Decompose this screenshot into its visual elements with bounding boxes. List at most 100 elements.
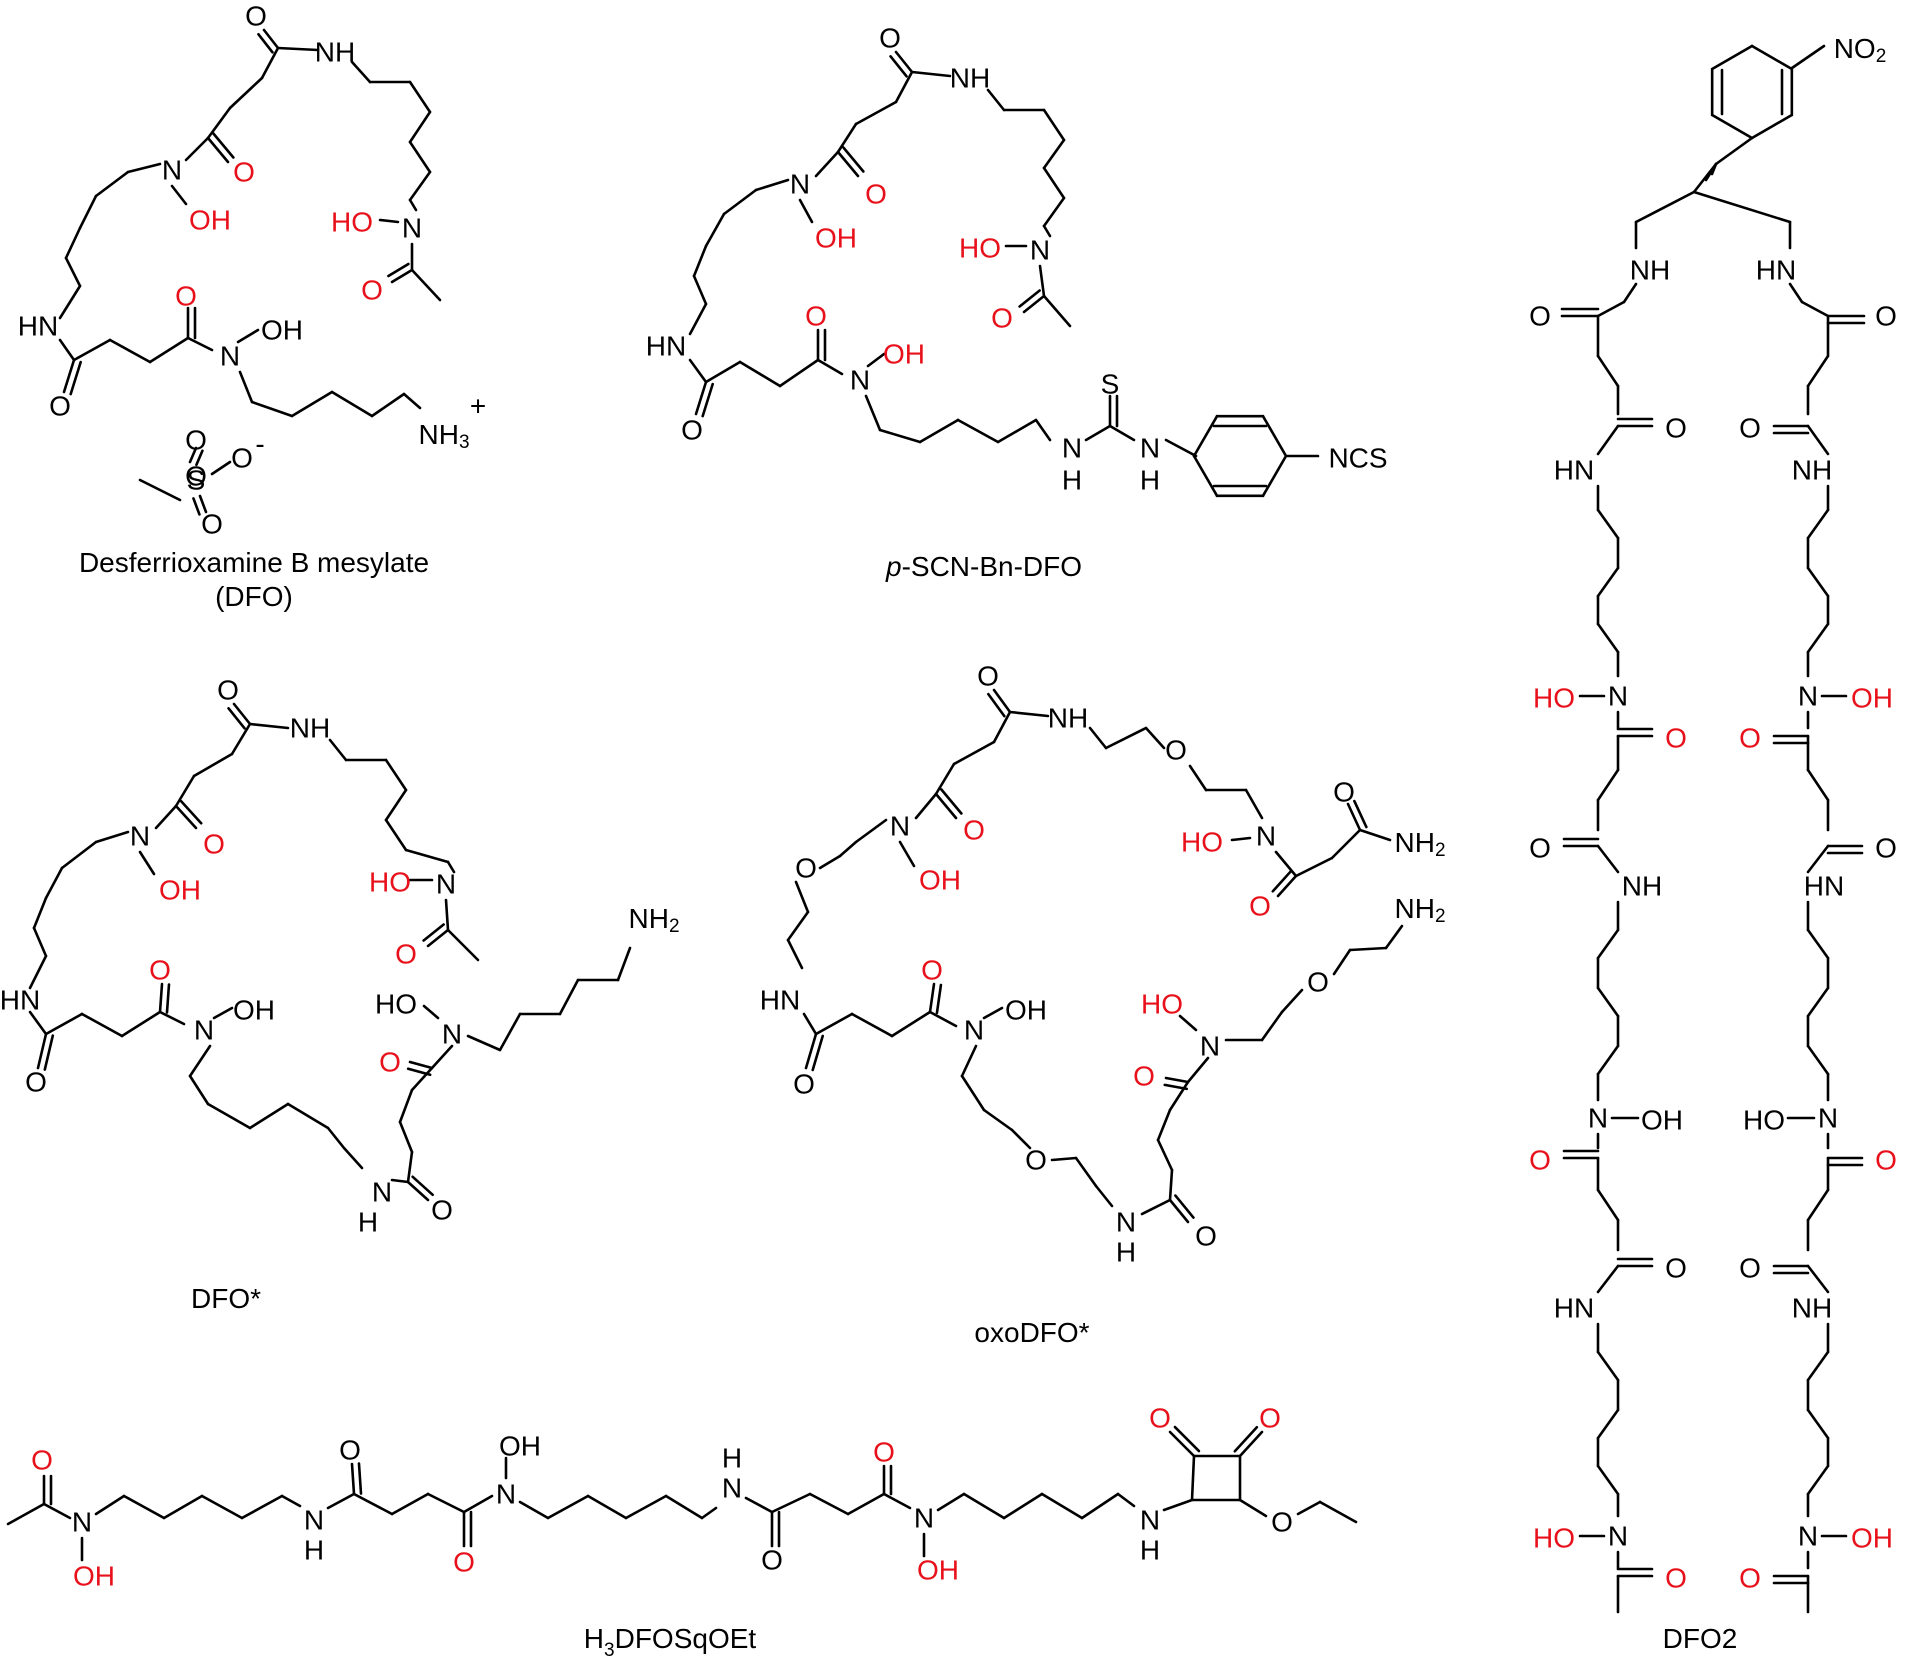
bond (1384, 924, 1404, 950)
bond (1806, 1408, 1830, 1440)
hydroxyl-label: OH (73, 1561, 115, 1592)
n-label: N (1062, 433, 1082, 464)
bond (426, 1492, 466, 1514)
bond (384, 758, 408, 792)
bond (408, 140, 432, 174)
oxygen-label: O (339, 1435, 361, 1466)
bond (1192, 454, 1219, 498)
bond (854, 818, 888, 844)
caption-oxodfo-star: oxoDFO* (974, 1317, 1089, 1348)
bond (410, 1066, 434, 1092)
bond (6, 1502, 46, 1526)
n-label: N (790, 169, 810, 200)
bond (404, 848, 450, 864)
bond (238, 370, 254, 404)
bond (960, 1074, 986, 1112)
bond (210, 460, 232, 476)
bond (816, 358, 844, 376)
bond (1008, 710, 1050, 718)
bond (36, 1032, 48, 1070)
bond (778, 358, 820, 388)
n-label: N (850, 365, 870, 396)
h-label: H (358, 1207, 378, 1238)
bond (357, 1462, 363, 1495)
bond (1634, 190, 1696, 224)
bond (1244, 788, 1264, 820)
bond (1168, 1198, 1190, 1224)
bond (179, 799, 203, 825)
n-label: N (914, 1503, 934, 1534)
bond (1806, 424, 1830, 456)
n-label: N (130, 821, 150, 852)
hn-label: HN (18, 311, 58, 342)
n-label: N (194, 1015, 214, 1046)
bond (935, 983, 943, 1015)
bond (1116, 1492, 1136, 1508)
bond (1596, 928, 1620, 960)
bond (390, 1178, 410, 1184)
caption-h3dfosqoet: H3DFOSqOEt (584, 1623, 757, 1661)
bond (1318, 1500, 1358, 1524)
oxygen-label: O (1195, 1221, 1217, 1252)
oxygen-label: O (873, 1437, 895, 1468)
bond (808, 1492, 850, 1516)
h-label: H (722, 1443, 742, 1474)
bond (398, 1120, 414, 1154)
bond (1178, 1014, 1198, 1032)
oxygen-label: O (991, 303, 1013, 334)
bond (1596, 844, 1620, 874)
bond (138, 850, 156, 876)
bond (62, 358, 76, 394)
oxygen-label: O (185, 461, 207, 492)
bond (1806, 1188, 1830, 1222)
nh-label: NH (290, 713, 330, 744)
caption-pscn: p-SCN-Bn-DFO (885, 551, 1082, 582)
bond (1294, 856, 1334, 878)
bond (290, 390, 334, 418)
bond (794, 880, 810, 914)
bond (206, 136, 230, 164)
oxygen-label: O (233, 157, 255, 188)
n-label: N (1140, 1505, 1160, 1536)
bond (1596, 986, 1620, 1018)
bond (1010, 1128, 1032, 1150)
bond (992, 710, 1012, 744)
bond (1596, 300, 1626, 318)
n-label: N (1798, 1521, 1818, 1552)
hydroxyl-label: OH (189, 205, 231, 236)
bond (850, 1012, 894, 1038)
bond (624, 1494, 668, 1520)
nh-label: HN (1756, 255, 1796, 286)
bond (43, 1034, 55, 1071)
bond (1710, 113, 1754, 140)
hydroxyl-label: OH (815, 223, 857, 254)
oxygen-label: O (185, 425, 207, 456)
n-label: N (72, 1507, 92, 1538)
h-label: H (1116, 1237, 1136, 1268)
bond (260, 46, 280, 80)
bond (996, 418, 1038, 444)
amine-label: NH2 (1394, 893, 1445, 927)
bond (398, 1088, 414, 1124)
n-label: N (1798, 681, 1818, 712)
bond (154, 804, 178, 830)
oxygen-label: O (379, 1047, 401, 1078)
bond (342, 1146, 364, 1170)
bond (64, 226, 82, 260)
bond (1332, 948, 1352, 976)
hydroxyl-label: OH (233, 995, 275, 1026)
bond (406, 1067, 432, 1077)
bond (158, 982, 164, 1014)
bond (1806, 986, 1830, 1018)
bond (992, 688, 1012, 714)
bond (192, 752, 234, 778)
bond (328, 738, 348, 762)
hydroxyl-label: OH (261, 315, 303, 346)
bond (814, 1012, 854, 1036)
bond (798, 198, 814, 224)
bond (518, 1500, 550, 1520)
bond (1276, 874, 1298, 898)
bond (188, 1044, 212, 1078)
oxygen-label: O (1739, 1563, 1761, 1594)
bond (914, 792, 938, 820)
